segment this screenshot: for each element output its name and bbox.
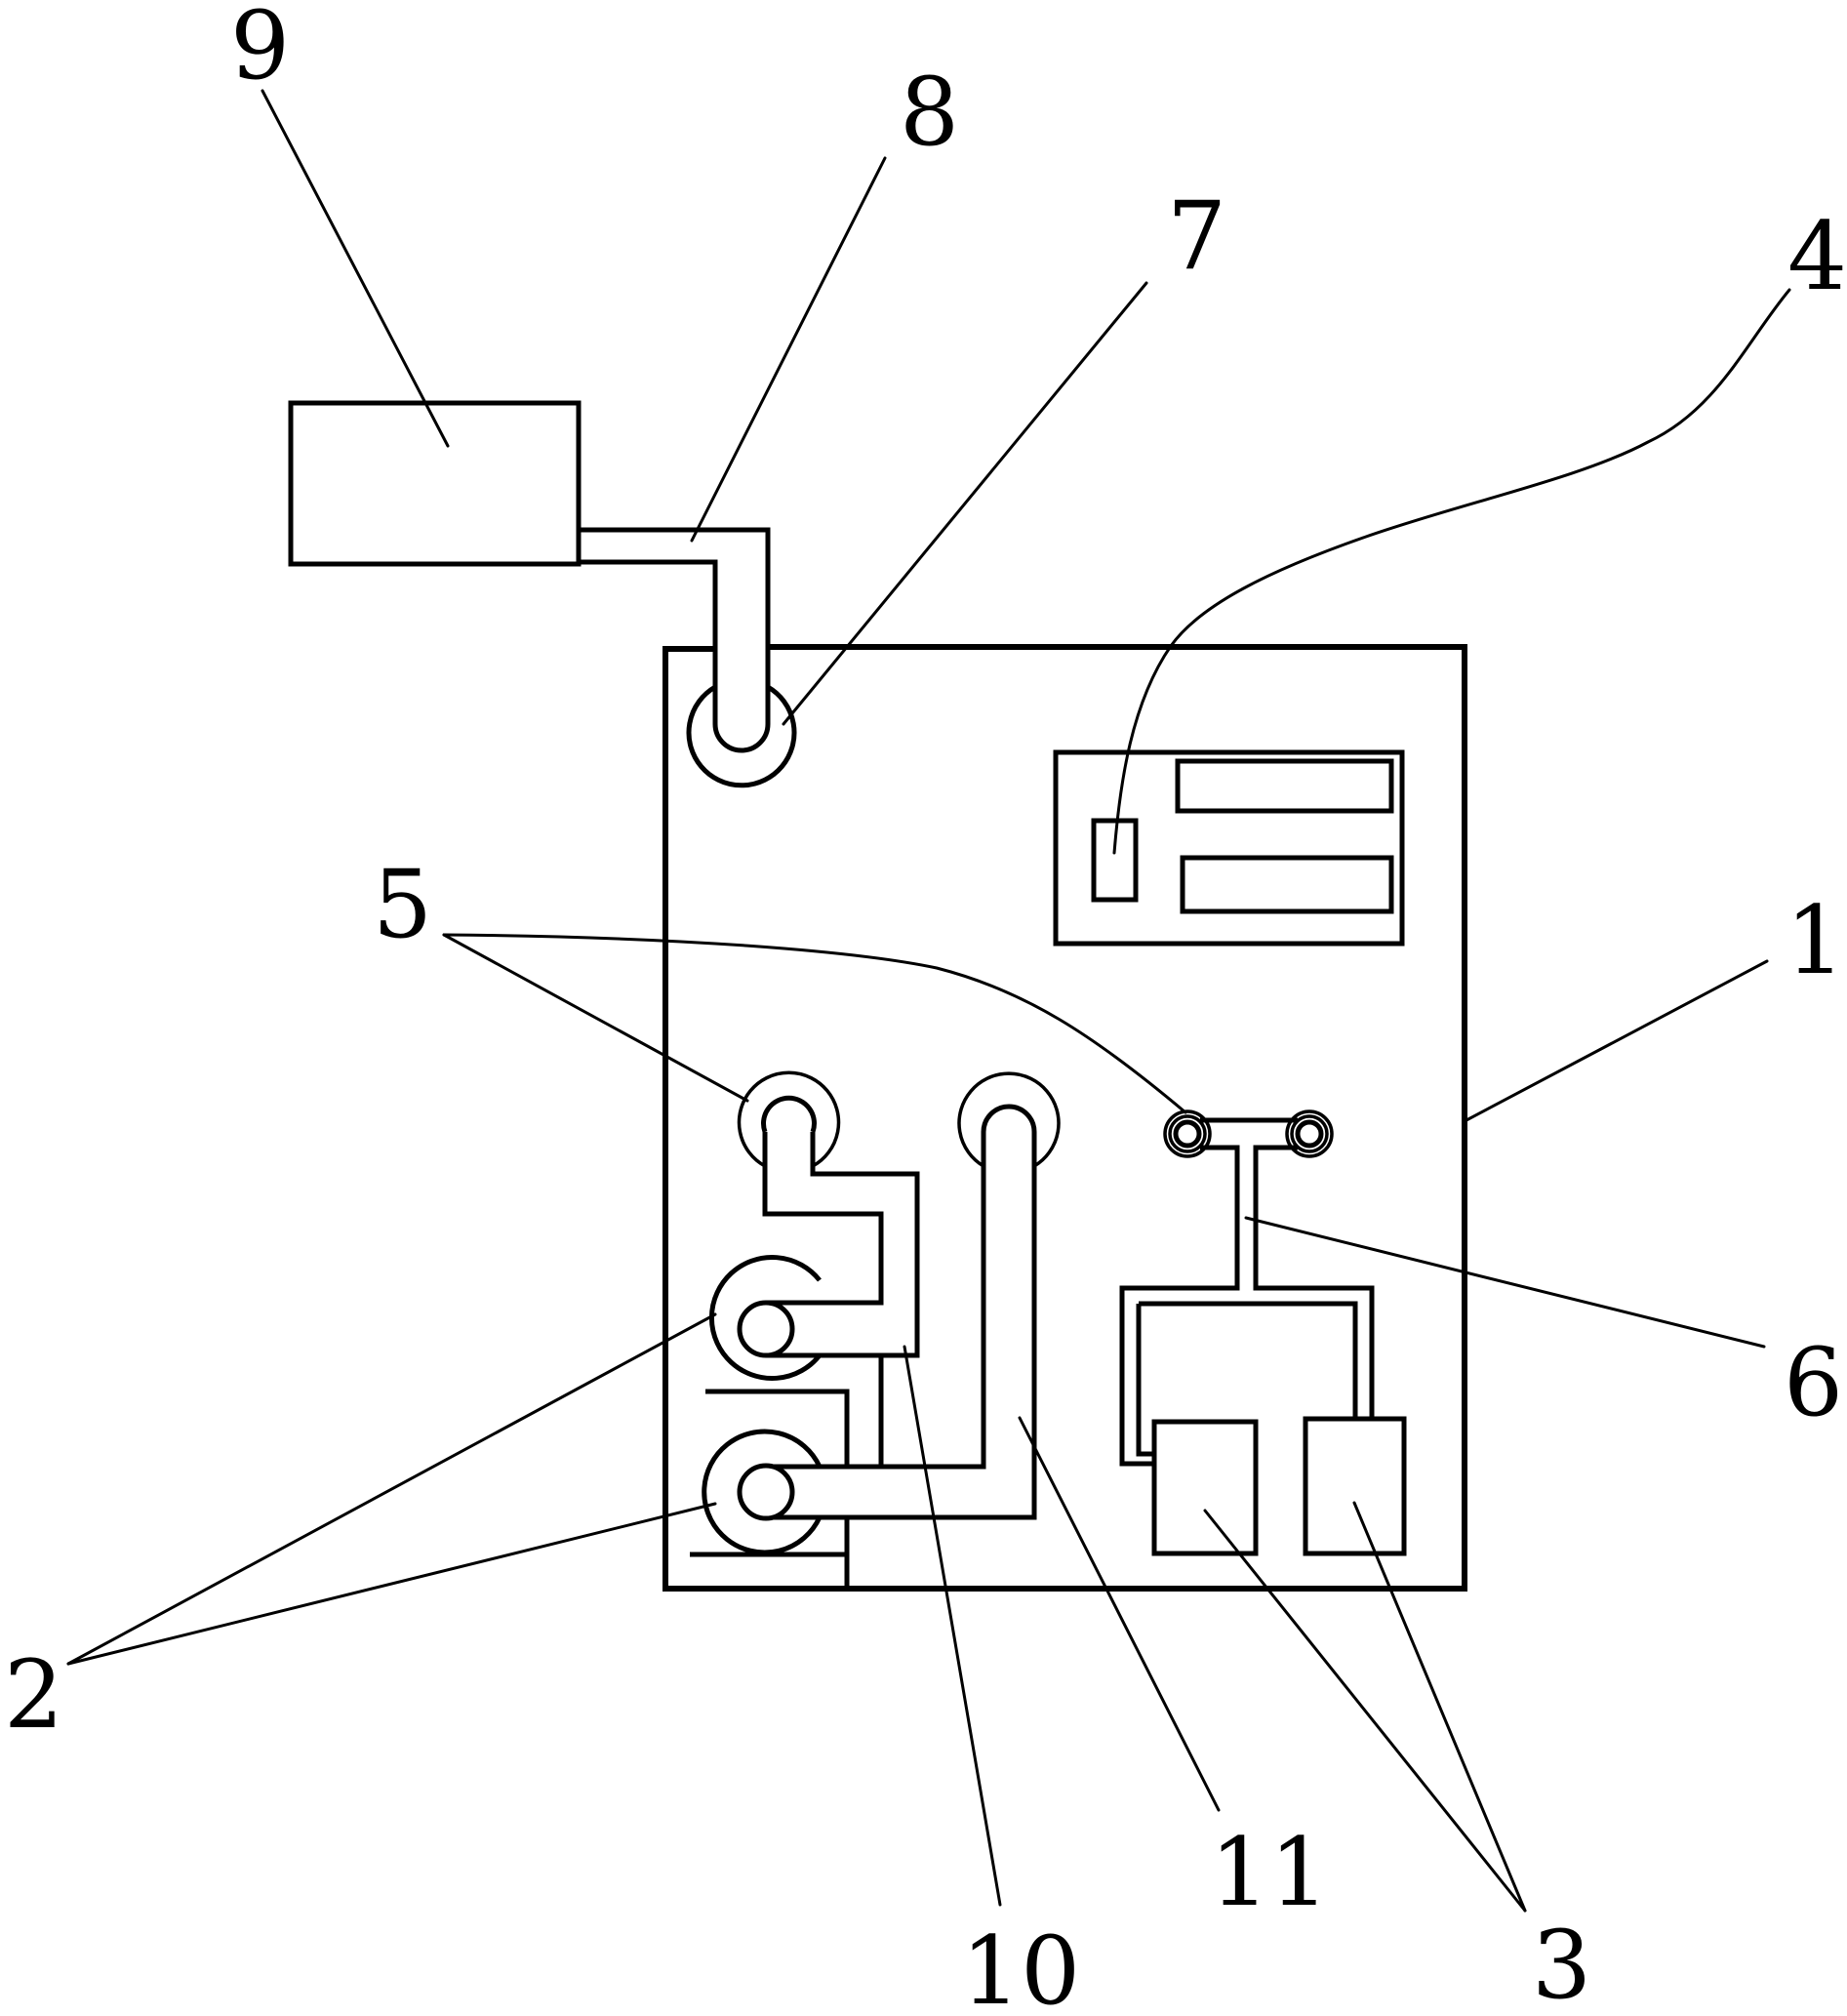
label-2: 2 <box>4 1640 63 1750</box>
label-6: 6 <box>1784 1328 1843 1437</box>
label-4: 4 <box>1787 202 1847 311</box>
display-lower <box>1180 855 1394 914</box>
control-panel-4 <box>1053 749 1405 947</box>
leader-8 <box>690 156 887 543</box>
leader-4 <box>1112 288 1791 855</box>
small-nozzle-left <box>1163 1109 1212 1158</box>
component-3-right <box>1303 1416 1407 1556</box>
leader-10 <box>903 1345 1002 1907</box>
leader-3-a <box>1203 1509 1527 1913</box>
leader-9 <box>261 89 450 448</box>
control-panel-frame <box>1053 749 1405 947</box>
leader-11 <box>1018 1416 1221 1812</box>
inlet-fitting-7 <box>686 684 797 788</box>
inlet-pipe-8 <box>579 527 771 724</box>
pipe-10 <box>762 1132 920 1358</box>
leader-2-b <box>66 1502 717 1666</box>
t-connector-6 <box>1119 1109 1375 1467</box>
nozzle-2-lower <box>702 1429 823 1555</box>
bracket-lower <box>690 1517 850 1589</box>
nozzle-2-upper <box>708 1255 822 1381</box>
label-11: 11 <box>1210 1818 1329 1927</box>
main-body-1 <box>663 644 1467 1592</box>
label-8: 8 <box>900 58 959 167</box>
leader-7 <box>782 281 1148 726</box>
label-10: 10 <box>961 1916 1080 2016</box>
label-9: 9 <box>230 0 290 101</box>
label-5: 5 <box>373 850 432 959</box>
display-upper <box>1175 758 1394 814</box>
leader-1 <box>1463 959 1769 1123</box>
leader-3-b <box>1352 1501 1527 1913</box>
label-3: 3 <box>1532 1911 1591 2016</box>
small-nozzle-right <box>1285 1109 1334 1158</box>
pipe-11 <box>766 1132 1037 1520</box>
tank-9 <box>288 400 582 567</box>
leader-5-b <box>442 933 1187 1114</box>
label-1: 1 <box>1786 886 1845 995</box>
bracket-upper <box>705 1389 850 1467</box>
nozzle-5-left <box>737 1070 841 1168</box>
label-7: 7 <box>1167 181 1226 291</box>
leader-6 <box>1244 1216 1766 1349</box>
leader-5-a <box>442 933 749 1103</box>
component-3-left <box>1151 1419 1259 1556</box>
leader-2-a <box>66 1312 717 1666</box>
nozzle-5-right <box>957 1071 1061 1168</box>
control-switch <box>1091 818 1139 903</box>
